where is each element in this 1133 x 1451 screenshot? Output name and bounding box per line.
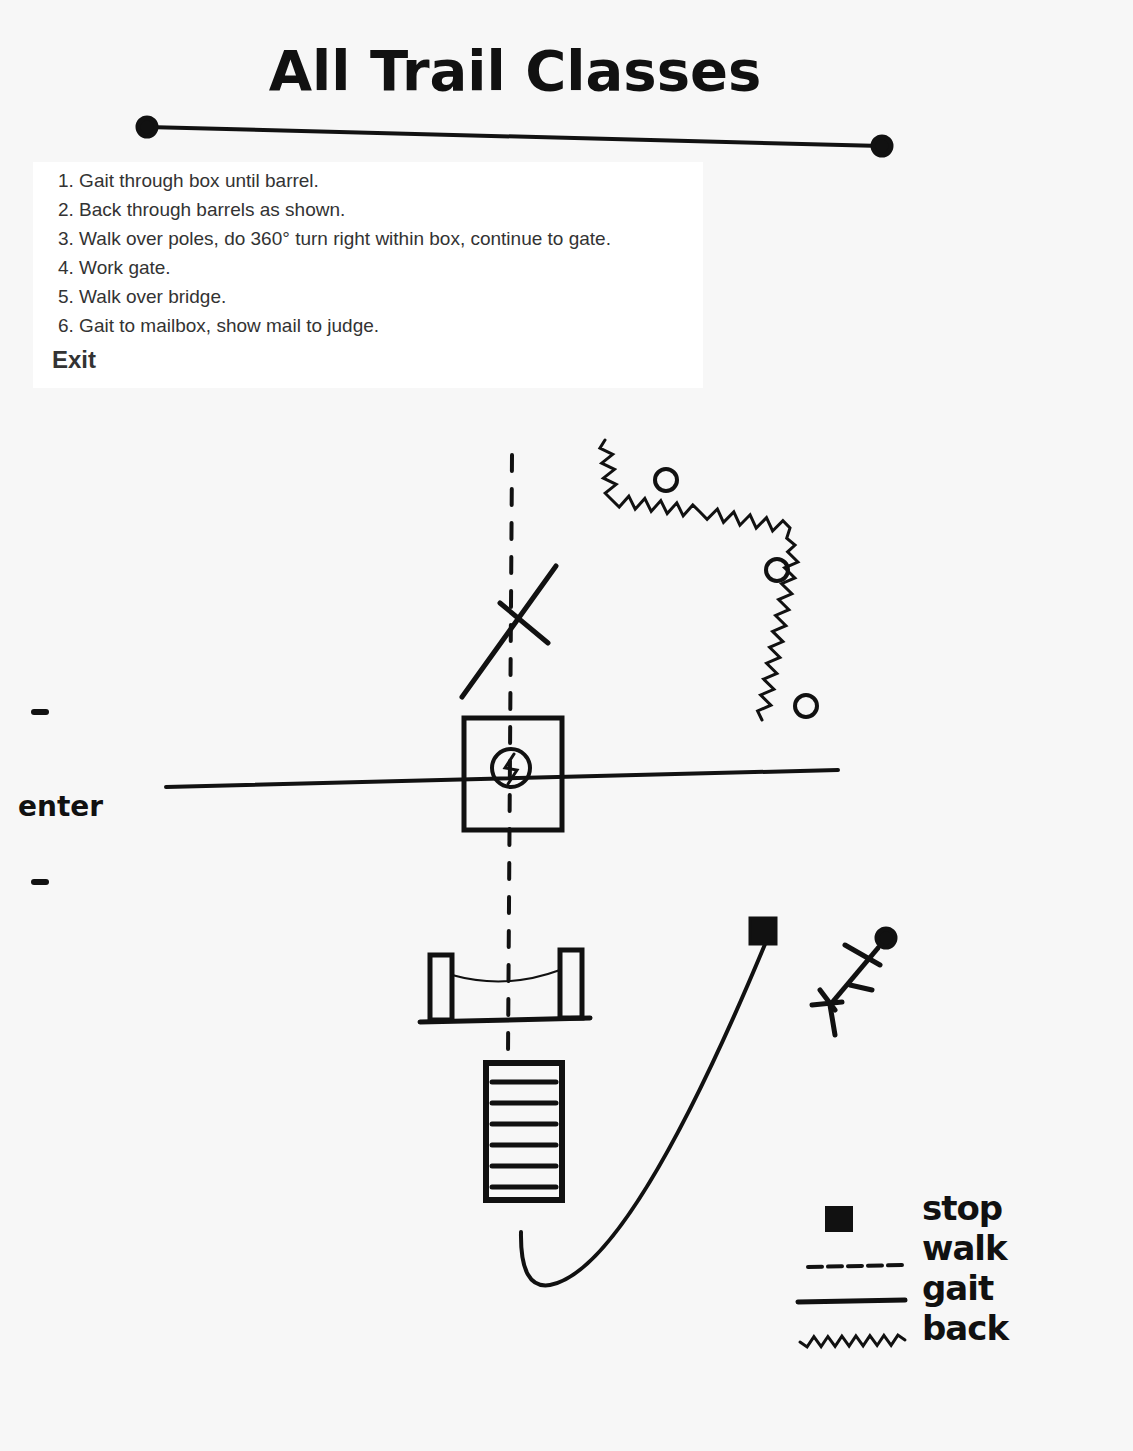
pole: [492, 1080, 556, 1085]
pole: [492, 1164, 556, 1169]
barrel: [795, 695, 817, 717]
walk-path: [508, 455, 512, 1055]
enter-label: enter: [18, 790, 103, 823]
gate: [462, 566, 556, 697]
legend-label: gait: [922, 1268, 993, 1308]
legend-stop-sample: [826, 1207, 852, 1231]
legend-walk-sample: [808, 1265, 905, 1267]
instruction-step: 3. Walk over poles, do 360° turn right w…: [58, 228, 611, 250]
pole: [492, 1185, 556, 1190]
turn-arrow: [505, 754, 517, 784]
legend-gait-sample: [798, 1300, 905, 1302]
exit-label: Exit: [52, 346, 96, 374]
entry-mark: [34, 879, 46, 885]
poles-box: [486, 1063, 562, 1200]
turn-box: [464, 718, 562, 830]
gait-path: [521, 937, 768, 1285]
barrel: [766, 559, 788, 581]
turn-circle: [492, 749, 530, 787]
entry-mark: [34, 709, 46, 715]
judge-figure: [812, 929, 895, 1035]
instruction-step: 2. Back through barrels as shown.: [58, 199, 345, 221]
stop-mark: [750, 918, 776, 944]
barrel: [655, 469, 677, 491]
legend-label: stop: [922, 1188, 1002, 1228]
instruction-step: 5. Walk over bridge.: [58, 286, 226, 308]
instruction-step: 1. Gait through box until barrel.: [58, 170, 319, 192]
legend-back-sample: [800, 1335, 905, 1347]
underline-dot: [873, 137, 891, 155]
instruction-step: 4. Work gate.: [58, 257, 171, 279]
instruction-step: 6. Gait to mailbox, show mail to judge.: [58, 315, 379, 337]
title-underline: [147, 127, 882, 146]
gate: [500, 603, 548, 643]
pole: [492, 1143, 556, 1148]
page-title: All Trail Classes: [269, 38, 762, 103]
pole: [492, 1101, 556, 1106]
bridge-post: [560, 950, 582, 1018]
legend-label: back: [922, 1308, 1008, 1348]
bridge-rail: [452, 970, 560, 981]
legend-label: walk: [922, 1228, 1007, 1268]
back-path: [600, 440, 798, 720]
bridge-deck: [420, 1018, 590, 1022]
underline-dot: [138, 118, 156, 136]
pole: [492, 1122, 556, 1127]
bridge-post: [430, 955, 452, 1020]
